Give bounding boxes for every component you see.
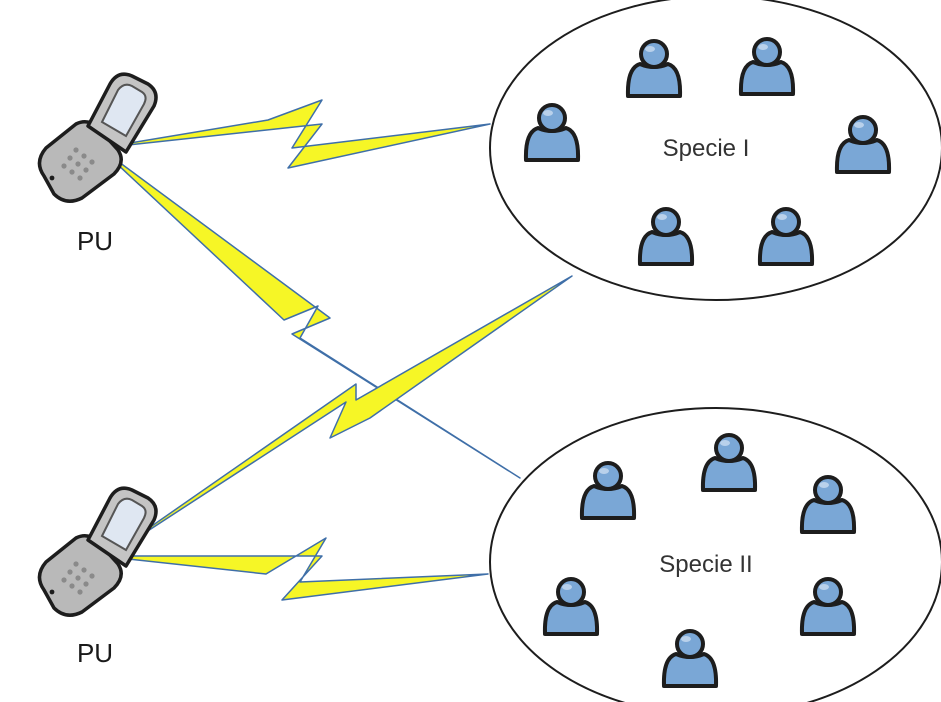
- primary-user-2: PU: [37, 486, 158, 668]
- species-label: Specie II: [659, 551, 752, 578]
- primary-user-1: PU: [37, 72, 158, 256]
- pu-label: PU: [77, 226, 113, 256]
- species-label: Specie I: [663, 135, 750, 162]
- link-pu2-specie2: [99, 537, 489, 601]
- link-pu1-specie2: [99, 147, 521, 479]
- link-pu2-specie1: [99, 275, 573, 563]
- species-group-2: Specie II: [489, 407, 941, 702]
- link-pu1-specie1: [99, 99, 491, 169]
- species-ellipse: [489, 0, 941, 301]
- species-group-1: Specie I: [489, 0, 941, 301]
- mobile-phone-icon: [37, 486, 158, 617]
- links-layer: [99, 99, 573, 601]
- pu-label: PU: [77, 638, 113, 668]
